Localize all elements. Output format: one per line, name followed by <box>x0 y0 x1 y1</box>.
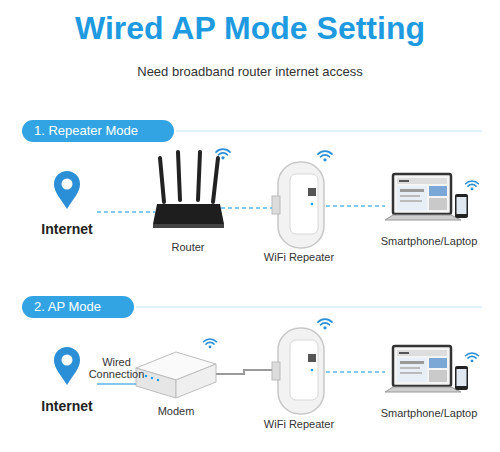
modem-illustration <box>136 352 216 398</box>
device-node: Smartphone/Laptop <box>385 340 473 420</box>
edge-label: Wired Connection <box>85 356 149 380</box>
dashed-link <box>326 205 385 207</box>
section-title: 2. AP Mode <box>34 299 101 314</box>
wifi-icon <box>466 181 479 190</box>
device-node: Router <box>155 145 221 254</box>
device-label: Internet <box>41 221 92 237</box>
repeater-illustration <box>272 328 324 414</box>
device-label: Smartphone/Laptop <box>381 235 478 248</box>
laptop-phone-illustration <box>385 174 468 220</box>
laptop-phone-illustration <box>385 346 468 392</box>
device-node: WiFi Repeater <box>272 321 326 431</box>
device-node: Modem <box>136 340 216 418</box>
wired-link <box>97 383 136 385</box>
device-node: Smartphone/Laptop <box>385 168 473 248</box>
dashed-link <box>97 211 155 213</box>
device-label: Modem <box>158 405 195 418</box>
device-label: WiFi Repeater <box>264 251 334 264</box>
device-label: WiFi Repeater <box>264 418 334 431</box>
repeater-illustration <box>272 162 324 248</box>
device-label: Internet <box>41 398 92 414</box>
section-rule <box>176 130 482 132</box>
internet-node: Internet <box>37 165 97 237</box>
diagram-title: Wired AP Mode Setting <box>0 10 500 47</box>
section-header: 2. AP Mode <box>22 296 134 318</box>
router-illustration <box>153 152 224 228</box>
wifi-icon <box>216 149 230 159</box>
subtitle-note: Need broadband router internet access <box>0 64 500 79</box>
location-pin <box>54 171 80 209</box>
dashed-link <box>326 371 385 373</box>
device-label: Smartphone/Laptop <box>381 407 478 420</box>
device-label: Router <box>171 241 204 254</box>
device-node: WiFi Repeater <box>272 155 326 264</box>
internet-node: Internet <box>37 342 97 414</box>
wifi-icon <box>318 151 332 161</box>
dashed-link <box>221 207 272 209</box>
wifi-icon <box>466 353 479 362</box>
section-header: 1. Repeater Mode <box>22 120 174 142</box>
location-pin <box>54 347 80 385</box>
wired-link <box>216 370 272 374</box>
section-rule <box>136 306 482 308</box>
wifi-icon <box>204 339 217 348</box>
section-title: 1. Repeater Mode <box>34 123 138 138</box>
wifi-icon <box>318 319 332 329</box>
